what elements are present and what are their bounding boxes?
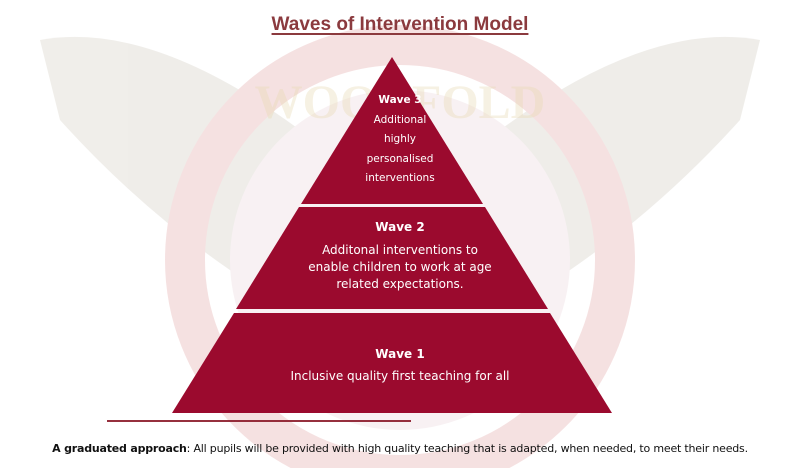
wave-2-line: Additonal interventions to — [322, 243, 478, 257]
wave-1-heading: Wave 1 — [375, 347, 425, 361]
wave-2-line: related expectations. — [336, 277, 464, 291]
wave-1-line: Inclusive quality first teaching for all — [290, 369, 510, 383]
wave-3-line: Additional — [373, 113, 427, 126]
wave-3-line: personalised — [366, 152, 434, 165]
wave-1-text: Wave 1 Inclusive quality first teaching … — [0, 343, 800, 387]
page-title: Waves of Intervention Model — [271, 14, 529, 35]
footer-note: A graduated approach: All pupils will be… — [0, 442, 800, 455]
wave-3-text: Wave 3 Additional highly personalised in… — [0, 91, 800, 189]
wave-2-heading: Wave 2 — [375, 220, 425, 234]
wave-3-line: interventions — [365, 172, 435, 184]
wave-2-line: enable children to work at age — [308, 260, 492, 274]
wave-3-line: highly — [383, 133, 417, 145]
wave-2-tier — [236, 207, 548, 309]
footer-label: A graduated approach — [52, 442, 187, 455]
wave-3-heading: Wave 3 — [378, 94, 422, 106]
wave-1-tier — [172, 313, 612, 413]
footer-text: : All pupils will be provided with high … — [186, 442, 748, 455]
wave-2-text: Wave 2 Additonal interventions to enable… — [0, 219, 800, 293]
wave-3-tier — [301, 57, 483, 204]
